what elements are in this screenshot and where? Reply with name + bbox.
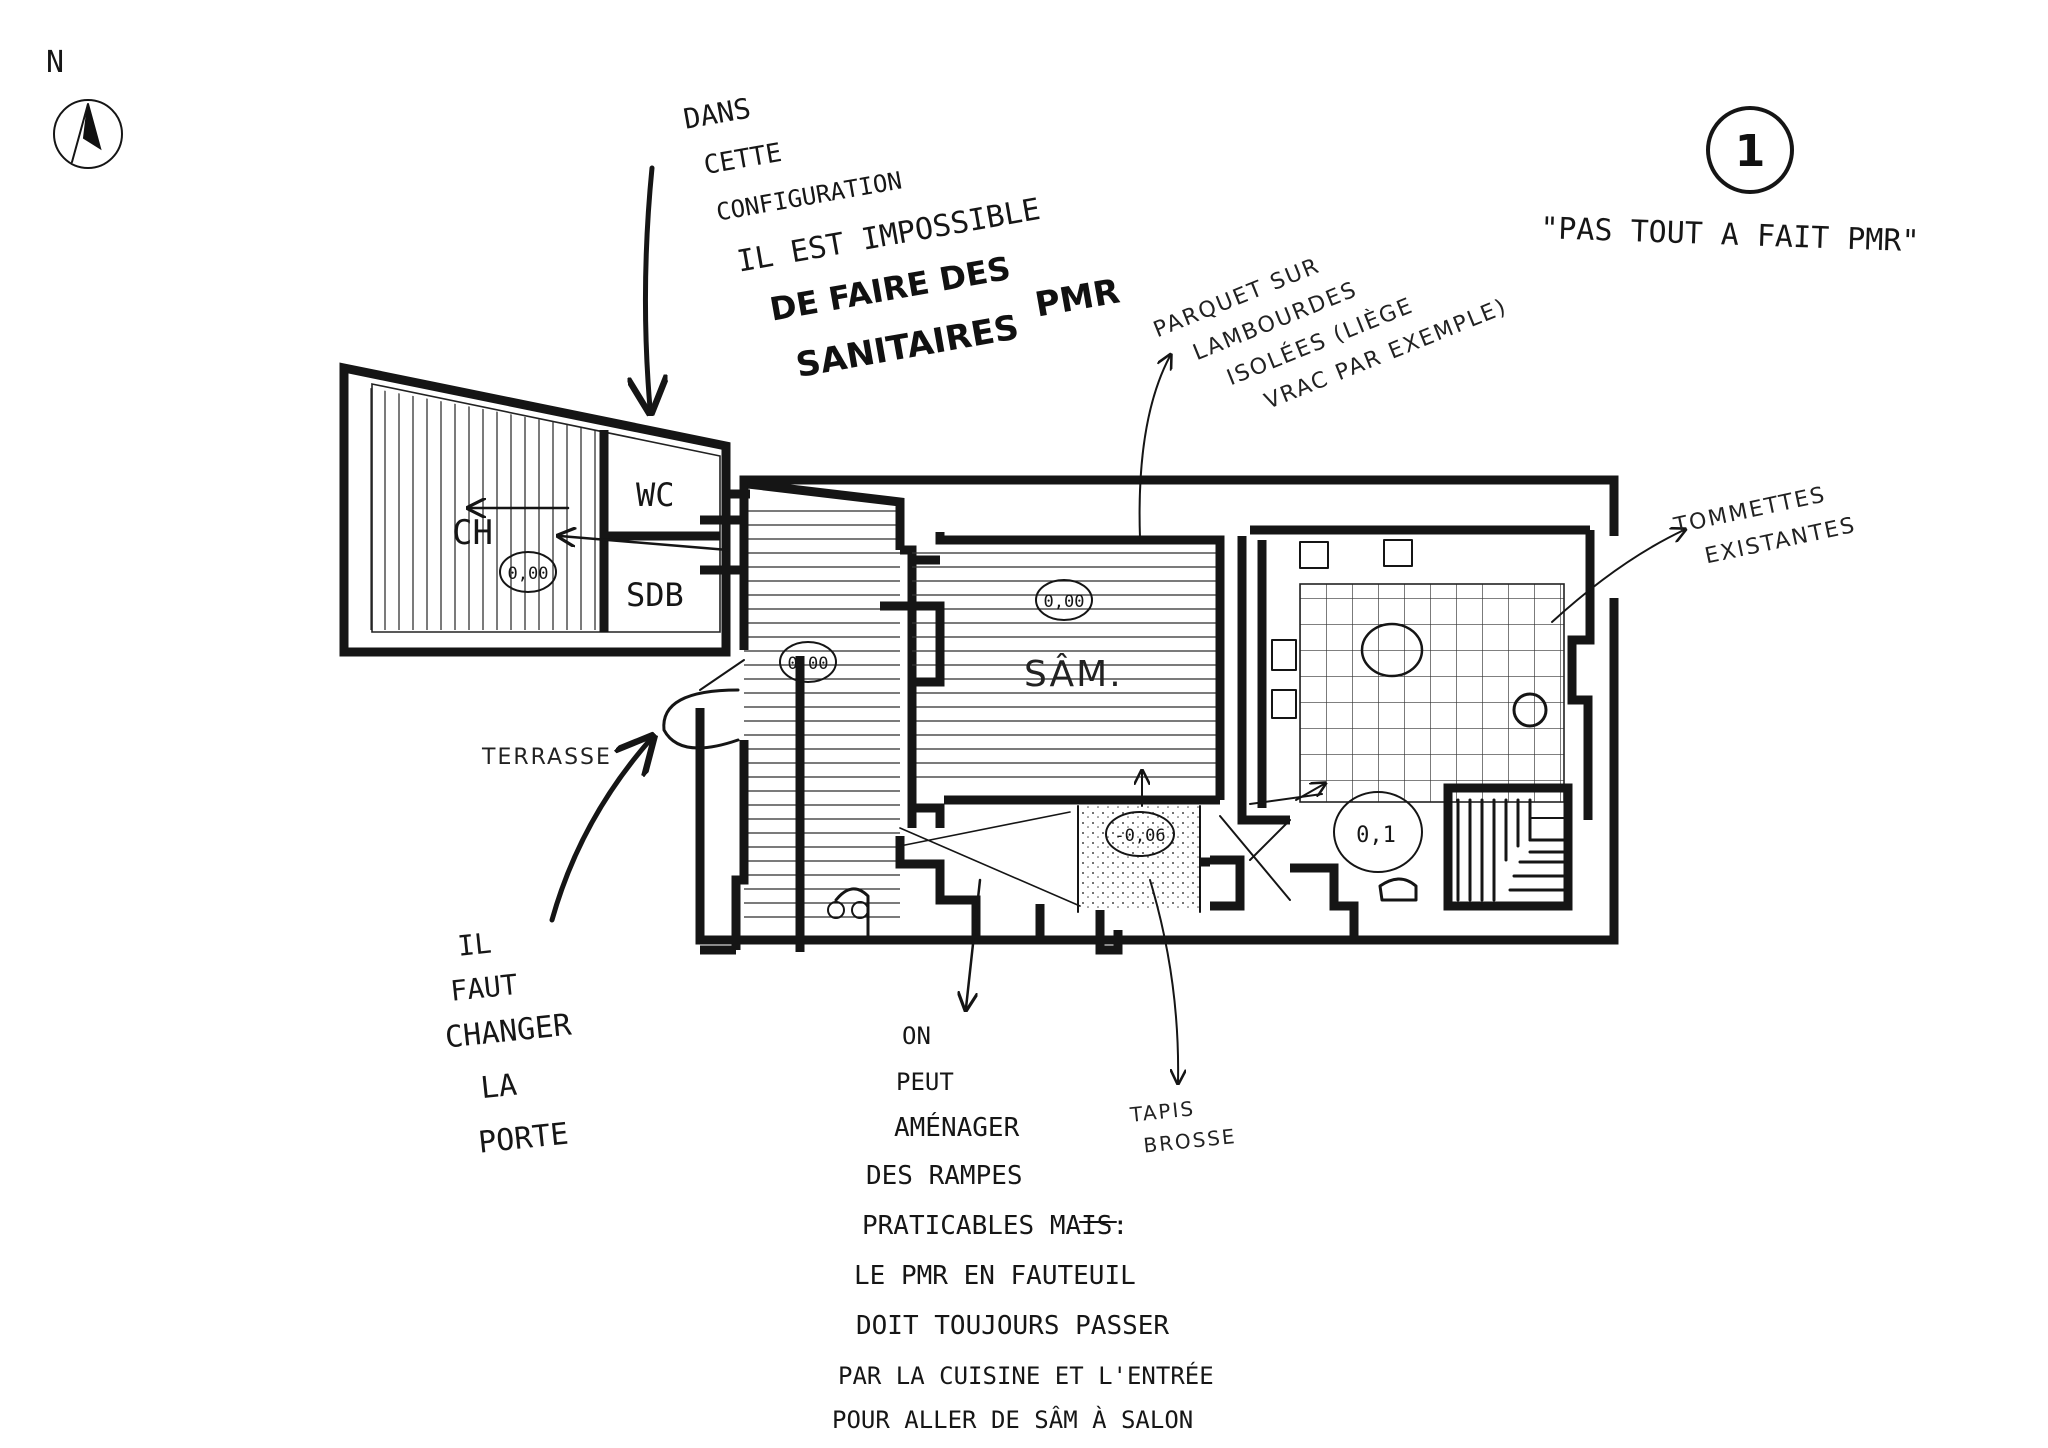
arrow-sanitaires-icon	[645, 165, 652, 408]
note-line: PORTE	[477, 1116, 570, 1160]
level-value: 0,00	[1044, 592, 1085, 612]
note-tommettes: TOMMETTES EXISTANTES	[1671, 482, 1859, 569]
note-line: LA	[479, 1068, 519, 1107]
arrow-rampes-icon	[966, 878, 982, 1008]
note-line: DOIT TOUJOURS PASSER	[856, 1311, 1169, 1341]
central-hall	[662, 479, 917, 952]
level-mark-hall: 0,00	[779, 641, 837, 683]
level-mark-ch: 0,00	[499, 551, 557, 593]
note-line: PEUT	[896, 1068, 954, 1096]
sheet-title: "PAS TOUT A FAIT PMR"	[1540, 211, 1920, 259]
note-line: PMR	[1032, 271, 1123, 325]
note-line: POUR ALLER DE SÂM À SALON	[832, 1405, 1193, 1434]
sheet-number-badge: 1	[1706, 106, 1794, 194]
lower-corridor	[827, 811, 1081, 942]
level-value: 0,00	[839, 905, 878, 924]
east-room	[1237, 525, 1595, 825]
note-line: CHANGER	[443, 1007, 573, 1055]
level-value: 0,00	[508, 564, 549, 584]
room-label-wc: WC	[636, 476, 675, 514]
arrow-sdb-icon	[560, 536, 730, 552]
note-line: DES RAMPES	[866, 1161, 1023, 1191]
arrow-porte-icon	[549, 740, 650, 923]
note-line: PAR LA CUISINE ET L'ENTRÉE	[838, 1361, 1214, 1390]
level-mark-door: 0,00	[839, 905, 878, 924]
note-line: ON	[902, 1022, 931, 1050]
level-mark-sam: 0,00	[1035, 579, 1093, 621]
arrow-kitchen-icon	[1295, 784, 1324, 801]
arrow-tapis-icon	[1149, 879, 1178, 1082]
note-line: IL	[456, 926, 493, 962]
room-label-sdb: SDB	[626, 576, 684, 614]
kitchen-area	[1210, 791, 1423, 940]
room-label-sam: SÂM.	[1024, 653, 1123, 695]
arrow-parquet-icon	[1138, 356, 1170, 539]
level-value: 0,1	[1356, 823, 1396, 848]
note-line: AMÉNAGER	[894, 1111, 1020, 1143]
note-line: SANITAIRES	[793, 307, 1022, 386]
north-label: N	[46, 45, 64, 80]
note-line: TAPIS	[1128, 1096, 1196, 1127]
sam-room	[880, 532, 1225, 828]
level-mark-entry: -0,06	[1105, 811, 1175, 857]
note-line: PRATICABLES MAIS:	[862, 1211, 1128, 1241]
level-value: -0,06	[1114, 826, 1165, 846]
note-sanitaires: DANS CETTE CONFIGURATION IL EST IMPOSSIB…	[681, 92, 1123, 386]
note-line: CONFIGURATION	[714, 166, 904, 226]
note-line: DANS	[681, 92, 753, 136]
note-tapis: TAPIS BROSSE	[1128, 1096, 1238, 1158]
note-line: LE PMR EN FAUTEUIL	[854, 1261, 1136, 1291]
note-porte: IL FAUT CHANGER LA PORTE	[443, 926, 573, 1160]
staircase	[1443, 783, 1573, 911]
note-parquet: PARQUET SUR LAMBOURDES ISOLÉES (LIÈGE VR…	[1150, 253, 1511, 414]
sheet-number: 1	[1735, 126, 1766, 177]
room-label-terrasse: TERRASSE	[481, 745, 612, 770]
level-value: 0,00	[788, 654, 829, 674]
outer-walls	[700, 446, 1619, 955]
room-label-ch: CH	[452, 513, 493, 553]
note-line: BROSSE	[1142, 1124, 1237, 1158]
entry-area	[1077, 805, 1210, 955]
arrow-tommettes-icon	[1551, 530, 1684, 623]
level-mark-kitchen: 0,1	[1356, 823, 1396, 848]
note-line: CETTE	[702, 138, 784, 181]
note-line: FAUT	[449, 968, 520, 1008]
north-compass-icon: N	[46, 45, 123, 169]
note-rampes: ON PEUT AMÉNAGER DES RAMPES PRATICABLES …	[832, 1022, 1214, 1434]
